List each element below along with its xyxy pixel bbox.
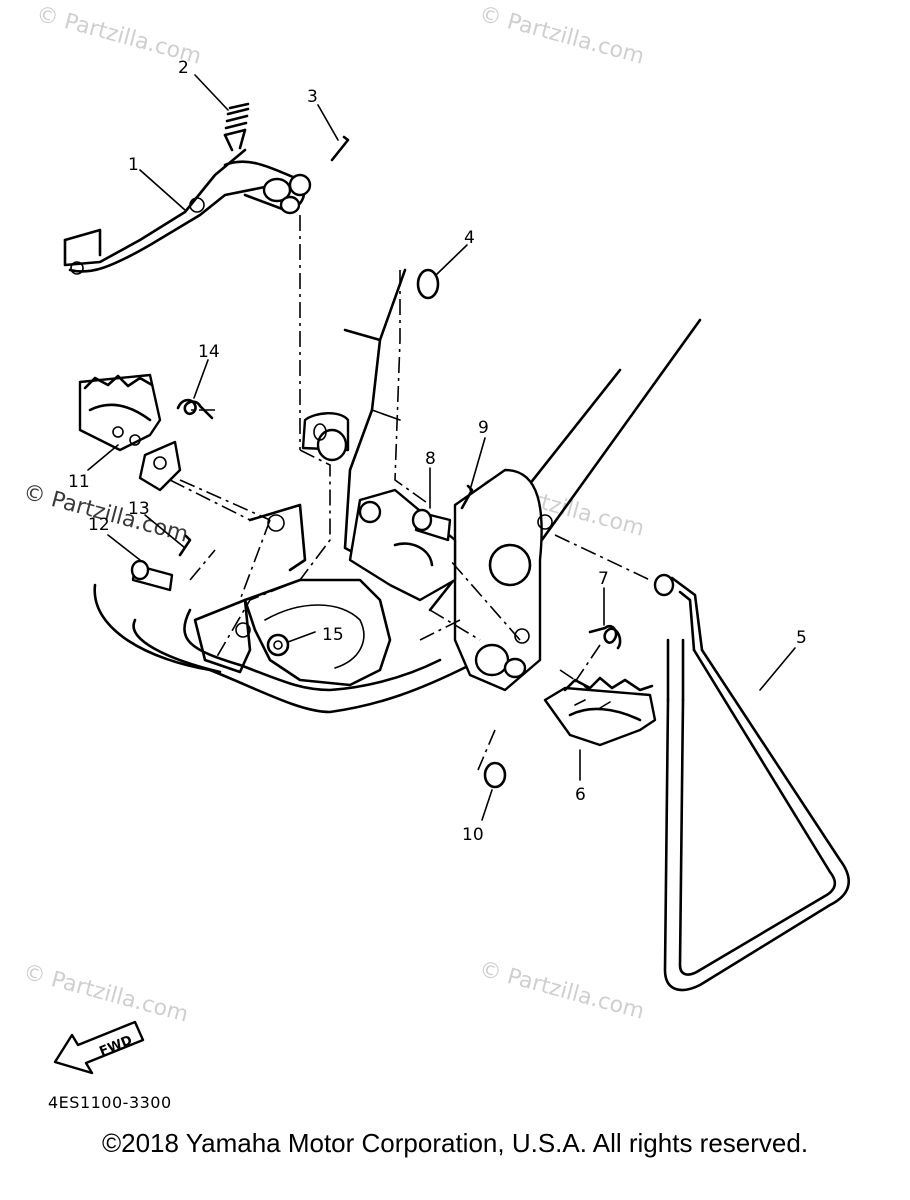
washer-15: [266, 633, 290, 657]
part-label-1: 1: [128, 155, 139, 175]
part-label-15: 15: [322, 625, 344, 645]
watermark-bottom-left: © Partzilla.com: [20, 960, 190, 1028]
part-label-5: 5: [796, 628, 807, 648]
cotter-pin-left: [178, 534, 192, 557]
part-labels: 2 3 1 4 14 11 13 12 8 9 15 7 5 6 10: [68, 58, 807, 845]
part-label-7: 7: [598, 569, 609, 589]
footrest-pin-left: [130, 559, 174, 592]
part-label-2: 2: [178, 58, 189, 78]
part-label-14: 14: [198, 342, 220, 362]
pedal-pivot-boss: [301, 412, 350, 462]
part-label-11: 11: [68, 472, 90, 492]
washer-4: [416, 268, 440, 300]
footrest-left: [78, 373, 182, 492]
part-label-13: 13: [128, 499, 150, 519]
part-label-9: 9: [478, 418, 489, 438]
part-label-4: 4: [464, 228, 475, 248]
watermark-bottom-right: © Partzilla.com: [476, 957, 646, 1025]
footrest-spring-right: [588, 624, 622, 650]
watermark-mid-left: © Partzilla.com: [20, 480, 190, 548]
drawing-code: 4ES1100-3300: [48, 1093, 172, 1112]
watermarks: © Partzilla.com © Partzilla.com © Partzi…: [20, 2, 646, 1028]
pivot-bosses: [358, 500, 527, 679]
part-label-3: 3: [307, 87, 318, 107]
bike-stand: [653, 573, 850, 992]
fwd-arrow-icon: FWD: [53, 1020, 145, 1075]
cotter-pin-9: [460, 484, 474, 510]
footrest-spring-left: [176, 398, 214, 420]
pin-8: [411, 508, 452, 542]
pedal-spring: [223, 102, 250, 152]
washer-10: [483, 761, 507, 789]
copyright-notice: ©2018 Yamaha Motor Corporation, U.S.A. A…: [101, 1128, 809, 1158]
part-label-6: 6: [575, 785, 586, 805]
leader-lines: [87, 74, 796, 821]
part-label-12: 12: [88, 515, 110, 535]
brake-pedal: [63, 148, 312, 275]
part-label-8: 8: [425, 449, 436, 469]
footrest-right: [543, 676, 657, 747]
watermark-top-right: © Partzilla.com: [476, 2, 646, 70]
part-label-10: 10: [462, 825, 484, 845]
cotter-pin: [330, 135, 350, 162]
